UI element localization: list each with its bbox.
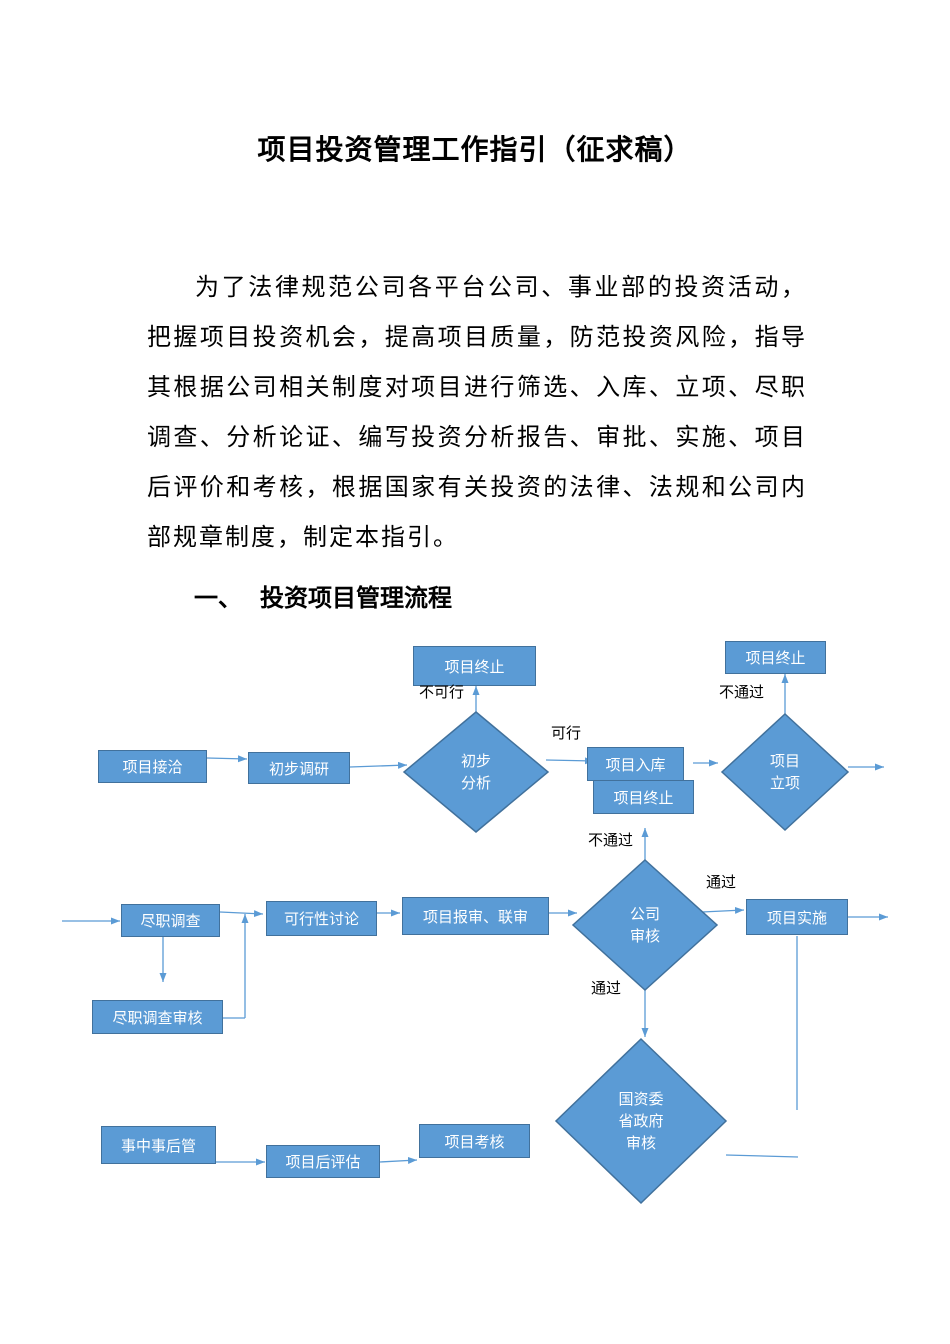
document-title: 项目投资管理工作指引（征求稿） xyxy=(257,133,693,166)
box-kexing-taolun: 可行性讨论 xyxy=(266,901,377,936)
connector xyxy=(349,761,408,769)
box-zhongzhi-top: 项目终止 xyxy=(413,646,536,686)
box-chubu-diaoyan: 初步调研 xyxy=(248,752,350,784)
box-jinzhi-shenhe: 尽职调查审核 xyxy=(92,1000,223,1034)
box-xiangmu-jieqia: 项目接洽 xyxy=(98,750,207,783)
box-houpinggu: 项目后评估 xyxy=(266,1145,380,1178)
decision-diamond-lixiang xyxy=(720,712,850,832)
intro-paragraph: 为了法律规范公司各平台公司、事业部的投资活动，把握项目投资机会，提高项目质量，防… xyxy=(147,273,807,551)
diamond-text-lixiang: 项目 立项 xyxy=(769,752,800,792)
decision-diamond-chubu xyxy=(402,711,550,833)
connector xyxy=(219,910,264,918)
decision-diamond-gongsi xyxy=(571,858,719,992)
label-butongguo-lixiang: 不通过 xyxy=(719,683,765,701)
box-kaohe: 项目考核 xyxy=(419,1124,530,1158)
label-butongguo-gongsi: 不通过 xyxy=(588,831,634,849)
section-number: 一、 xyxy=(194,584,242,612)
diamond-text-gongsi: 公司 审核 xyxy=(629,905,660,945)
decision-diamond-guozi xyxy=(554,1037,728,1205)
box-baoshen-lianshen: 项目报审、联审 xyxy=(402,897,549,935)
section-title: 投资项目管理流程 xyxy=(260,584,452,612)
box-xiangmu-shishi: 项目实施 xyxy=(746,899,848,935)
diamond-text-guozi: 国资委 省政府 审核 xyxy=(618,1090,664,1152)
label-kexing: 可行 xyxy=(551,724,582,742)
connector xyxy=(545,757,595,765)
label-tongguo-right: 通过 xyxy=(706,873,737,891)
label-tongguo-down: 通过 xyxy=(591,979,622,997)
box-xiangmu-ruku: 项目入库 xyxy=(587,747,684,781)
section-heading: 一、投资项目管理流程 xyxy=(194,578,452,613)
box-zhongzhi-mid: 项目终止 xyxy=(593,780,694,814)
box-jinzhi-diaocha: 尽职调查 xyxy=(121,904,220,937)
box-zhongzhi-right: 项目终止 xyxy=(725,641,826,674)
diamond-text-chubu: 初步 分析 xyxy=(460,752,491,792)
connector xyxy=(701,906,745,914)
connector xyxy=(206,755,248,763)
connector xyxy=(725,1154,799,1158)
connector xyxy=(379,1156,418,1164)
box-shizhong-shihou: 事中事后管 xyxy=(101,1126,216,1164)
label-bukexing: 不可行 xyxy=(419,683,465,701)
